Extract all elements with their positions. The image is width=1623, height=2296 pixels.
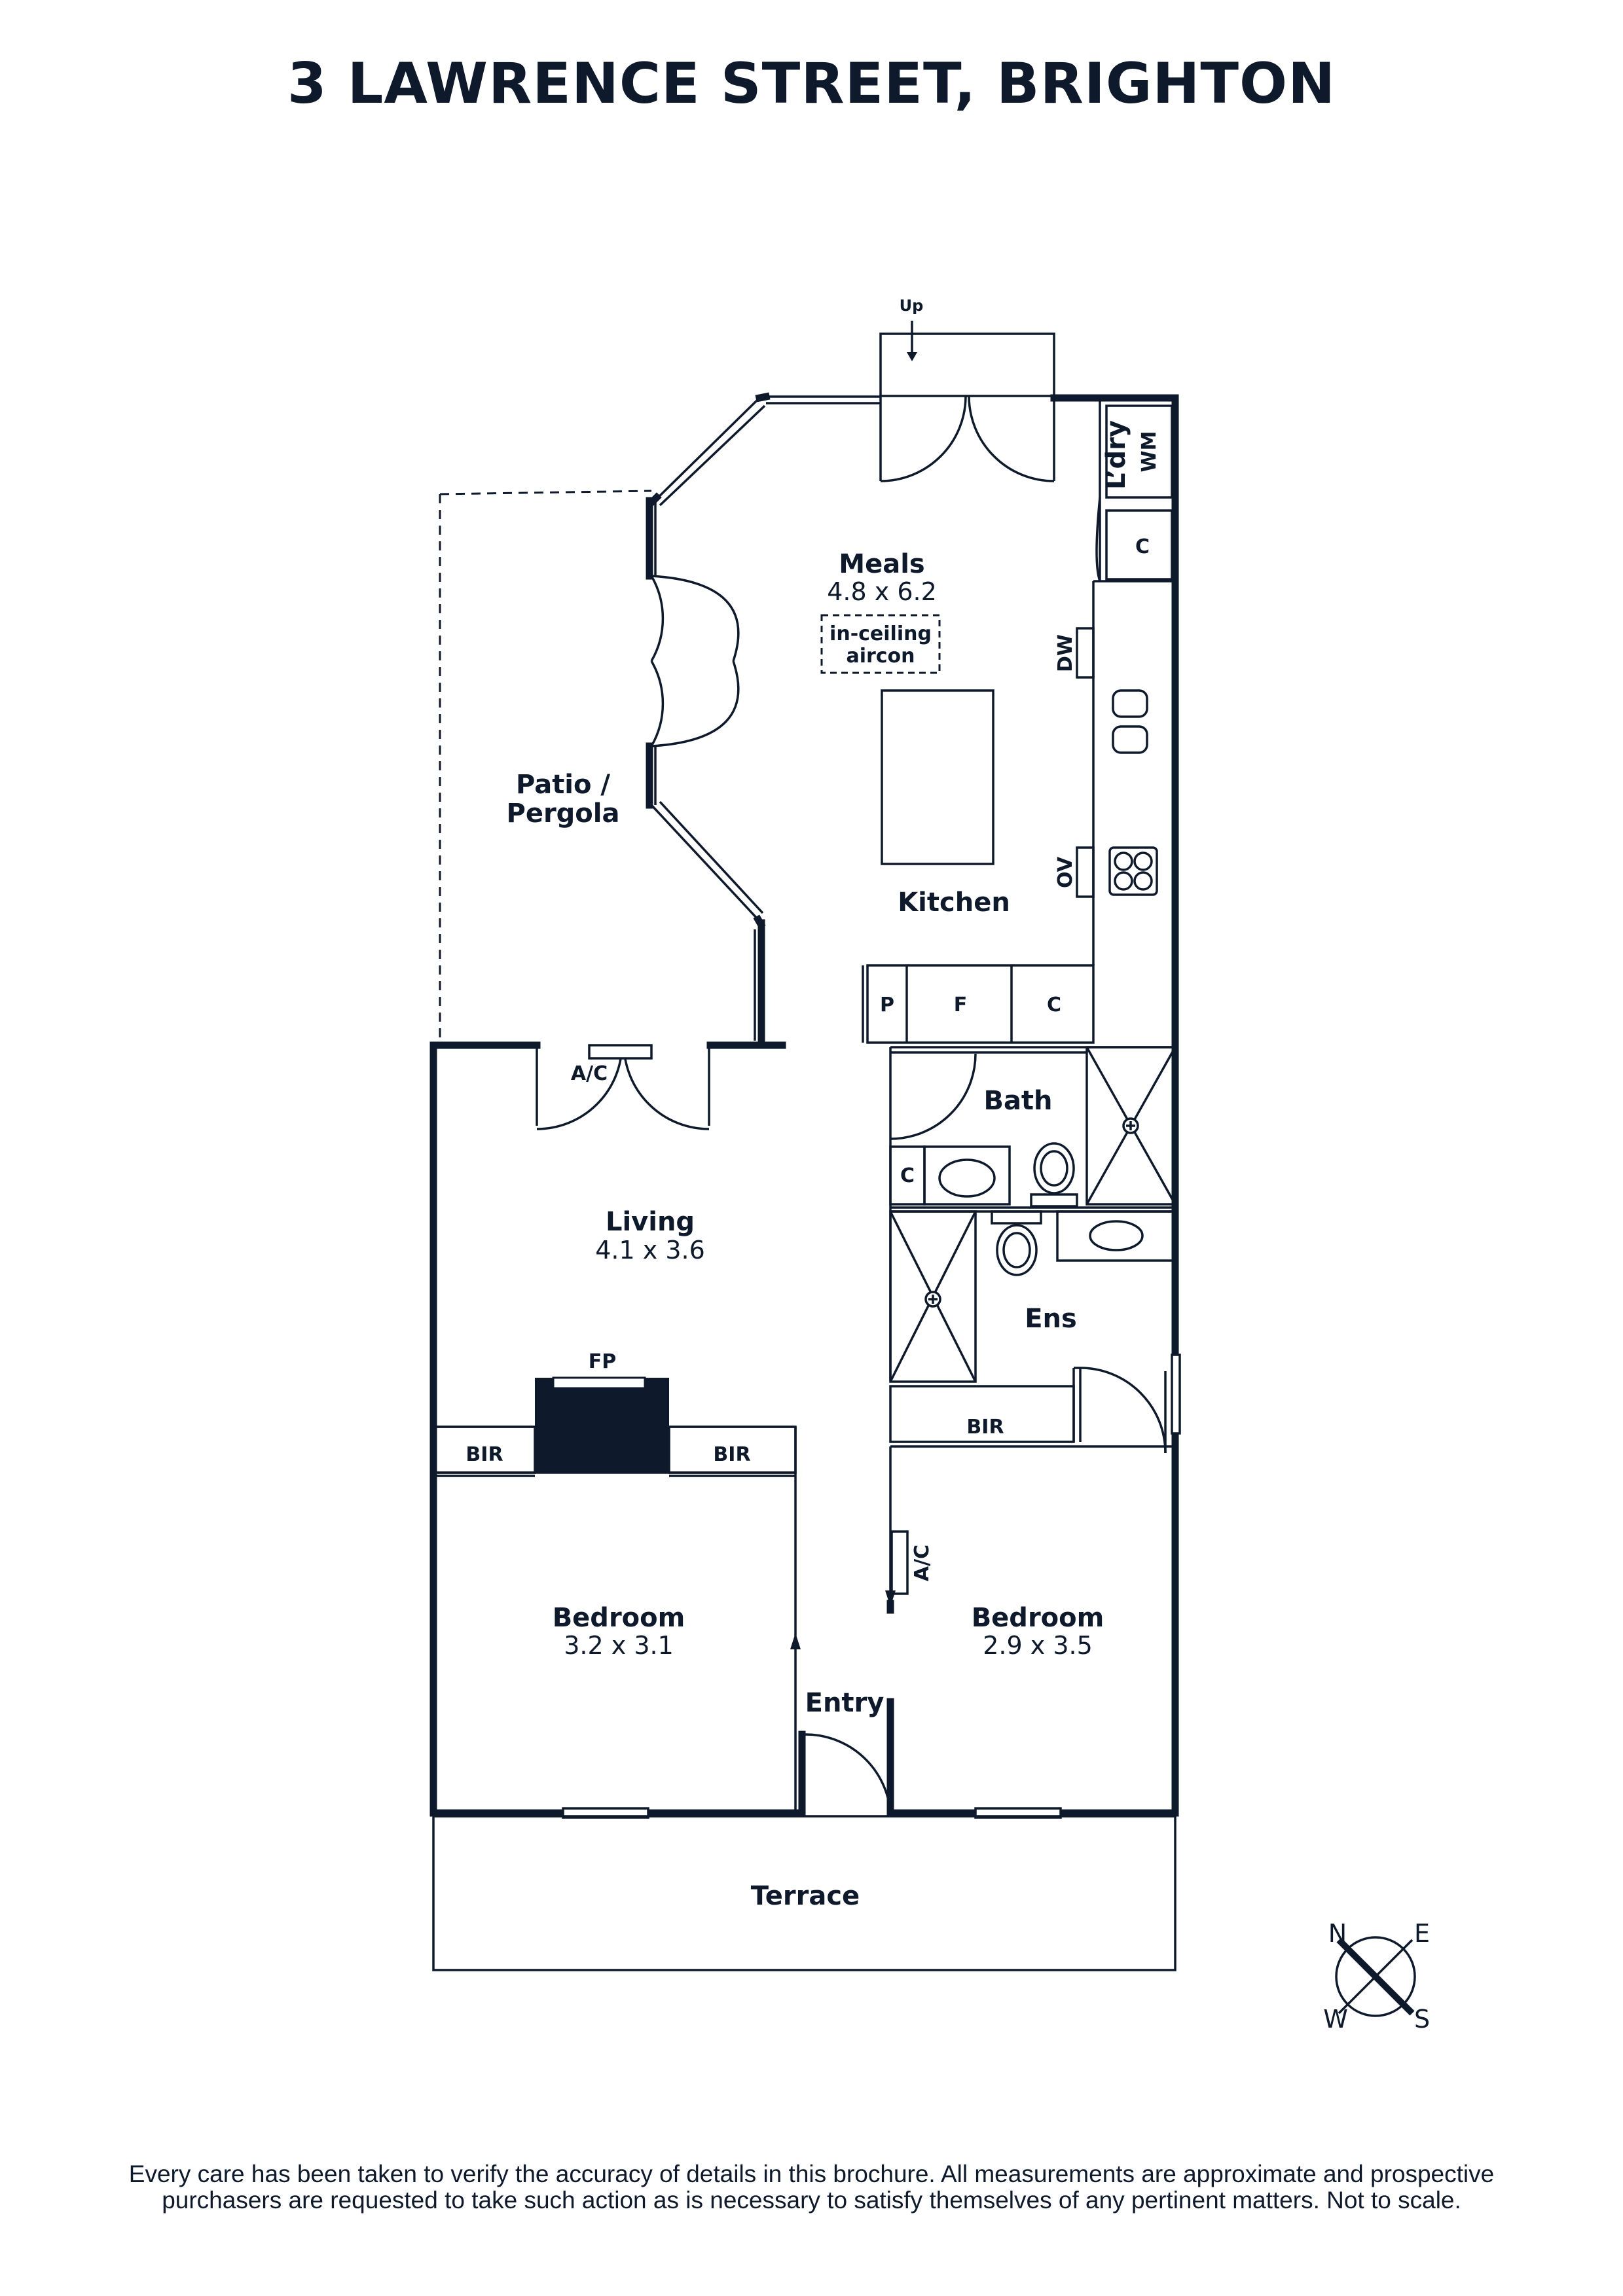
disclaimer-line-2: purchasers are requested to take such ac… [162,2187,1461,2214]
pantry-label: P [880,994,894,1016]
room-ens-label: Ens [1025,1304,1077,1334]
room-living-label: Living [606,1207,695,1237]
oven-label: OV [1054,856,1077,888]
bir-left-2-label: BIR [713,1443,750,1466]
disclaimer: Every care has been taken to verify the … [0,2161,1623,2214]
bath-cupboard-label: C [900,1164,915,1187]
disclaimer-line-1: Every care has been taken to verify the … [128,2161,1495,2187]
room-bedroom-right-dims: 2.9 x 3.5 [983,1631,1093,1660]
dishwasher-label: DW [1054,634,1077,672]
aircon-box [820,614,941,674]
room-bedroom-right-label: Bedroom [972,1603,1104,1633]
structural-walls [429,392,1179,1817]
stair-landing [879,321,1055,397]
room-bedroom-left-label: Bedroom [553,1603,685,1633]
fridge-label: F [954,994,968,1016]
room-bedroom-left-dims: 3.2 x 3.1 [564,1631,674,1660]
aircon-label-2: aircon [846,645,915,668]
laundry-cupboard-label: C [1135,535,1150,558]
room-bath-label: Bath [983,1086,1052,1116]
washing-machine-label: WM [1138,431,1161,473]
fireplace-label: FP [589,1350,616,1373]
bir-right-label: BIR [966,1416,1004,1439]
room-kitchen-label: Kitchen [898,888,1010,918]
kitchen-cupboard-label: C [1047,994,1061,1016]
kitchen-fixtures [862,398,1173,1044]
compass-icon [1335,1936,1416,2017]
room-entry-label: Entry [805,1688,884,1718]
aircon-label-1: in-ceiling [830,622,932,645]
patio-outline [439,490,652,1037]
room-laundry-label: L’dry [1101,420,1131,490]
compass-e: E [1414,1919,1430,1948]
page-title: 3 LAWRENCE STREET, BRIGHTON [287,51,1336,117]
room-patio-label-2: Pergola [507,798,620,829]
room-terrace-label: Terrace [751,1881,860,1911]
meals-double-door[interactable] [879,395,1055,482]
room-living-dims: 4.1 x 3.6 [595,1236,705,1265]
patio-doors[interactable] [650,575,740,747]
room-meals-dims: 4.8 x 6.2 [827,577,937,606]
compass-w: W [1323,2005,1348,2034]
room-meals-label: Meals [839,549,924,579]
living-ac-label: A/C [571,1062,608,1085]
bedroom-ac-label: A/C [911,1545,934,1581]
living-double-door[interactable] [536,1044,710,1130]
compass-s: S [1414,2005,1430,2034]
room-patio-label-1: Patio / [516,770,610,800]
interior-walls [432,1046,1176,1814]
compass-n: N [1328,1919,1347,1948]
bir-left-1-label: BIR [465,1443,503,1466]
stair-up-label: Up [900,296,924,315]
terrace-outline [432,1815,1176,1971]
